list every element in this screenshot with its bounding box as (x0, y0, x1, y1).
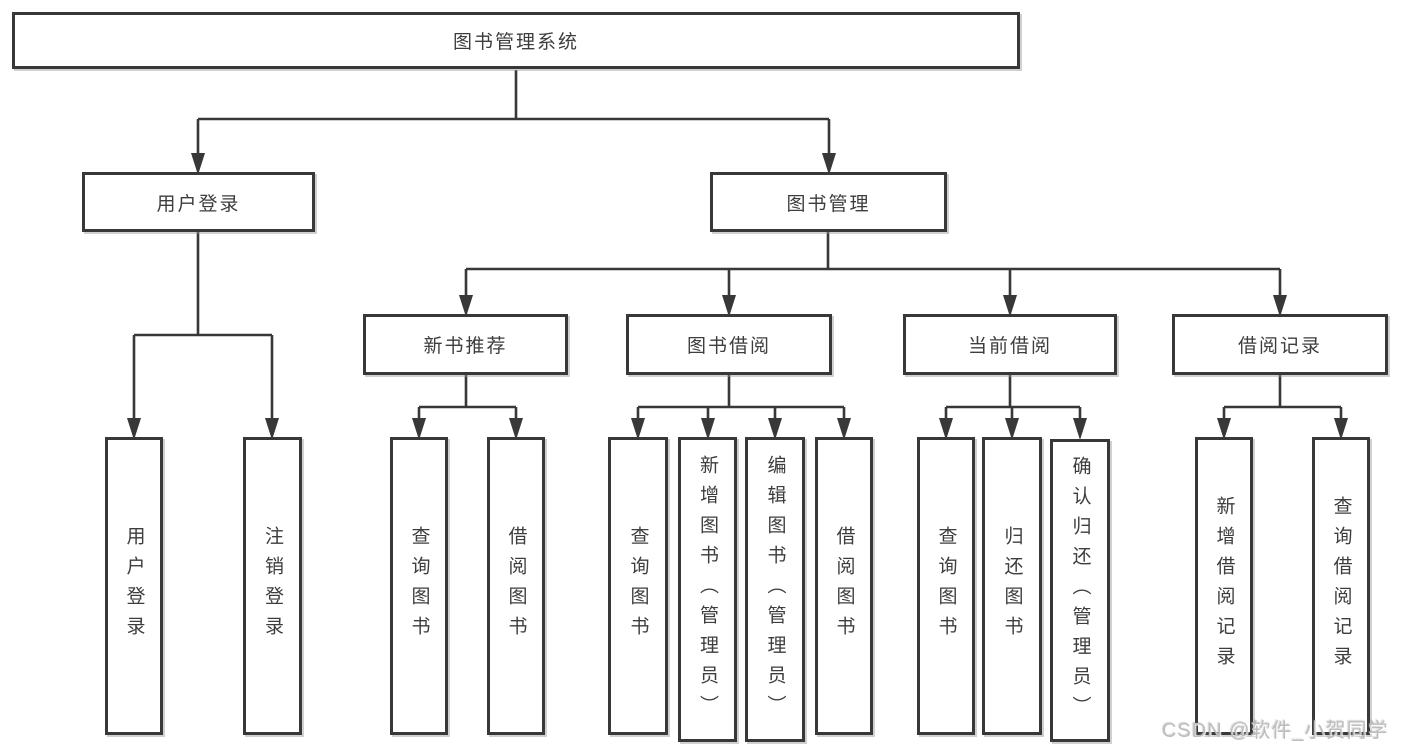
connector-book-borrowing-group (636, 375, 846, 418)
leaf-nb-query-books: 查询图书 (390, 437, 448, 735)
leaf-bb-query-books: 查询图书 (608, 437, 668, 735)
node-label: 新增借阅记录 (1213, 496, 1235, 676)
leaf-logout: 注销登录 (243, 437, 302, 735)
leaf-bb-add-books-admin: 新增图书（管理员） (678, 437, 737, 742)
connector-new-book-group (417, 375, 518, 418)
node-label: 图书借阅 (686, 336, 771, 357)
node-label: 图书管理系统 (452, 32, 579, 53)
node-label: 注销登录 (262, 526, 283, 646)
node-label: 查询图书 (627, 526, 649, 646)
node-current-borrowing: 当前借阅 (903, 314, 1117, 375)
node-borrowing-records: 借阅记录 (1172, 314, 1388, 375)
node-label: 新增图书（管理员） (697, 454, 718, 725)
node-label: 查询借阅记录 (1330, 496, 1352, 676)
node-label: 查询图书 (408, 526, 430, 646)
node-label: 借阅图书 (833, 526, 855, 646)
leaf-nb-borrow-books: 借阅图书 (487, 437, 545, 735)
node-label: 确认归还（管理员） (1069, 455, 1091, 726)
connector-root-to-level2 (196, 70, 831, 154)
connector-user-login-group (132, 232, 274, 418)
connector-current-borrowing-group (944, 375, 1082, 418)
node-new-book-recommendation: 新书推荐 (363, 314, 568, 375)
leaf-bb-edit-books-admin: 编辑图书（管理员） (745, 437, 805, 742)
arrowheads (127, 153, 1348, 440)
leaf-cb-query-books: 查询图书 (917, 437, 975, 735)
node-label: 图书管理 (786, 193, 871, 215)
leaf-user-login: 用户登录 (105, 437, 163, 735)
node-label: 借阅图书 (505, 526, 527, 646)
connector-borrowing-records-group (1222, 375, 1343, 418)
node-book-management: 图书管理 (710, 172, 947, 232)
leaf-br-add-borrow-record: 新增借阅记录 (1195, 437, 1253, 735)
node-label: 借阅记录 (1237, 336, 1322, 357)
node-label: 用户登录 (123, 526, 145, 646)
leaf-br-query-borrow-record: 查询借阅记录 (1312, 437, 1370, 735)
leaf-cb-return-books: 归还图书 (982, 437, 1042, 735)
node-label: 查询图书 (935, 526, 957, 646)
node-label: 新书推荐 (423, 336, 508, 357)
node-user-login: 用户登录 (82, 172, 315, 232)
node-label: 归还图书 (1001, 526, 1023, 646)
node-label: 编辑图书（管理员） (764, 454, 786, 725)
node-library-management-system: 图书管理系统 (12, 12, 1020, 69)
node-label: 用户登录 (156, 193, 241, 215)
node-label: 当前借阅 (967, 336, 1052, 357)
connector-book-management-group (464, 232, 1282, 296)
leaf-cb-confirm-return-admin: 确认归还（管理员） (1050, 439, 1110, 742)
leaf-bb-borrow-books: 借阅图书 (815, 437, 873, 735)
node-book-borrowing: 图书借阅 (626, 314, 832, 375)
